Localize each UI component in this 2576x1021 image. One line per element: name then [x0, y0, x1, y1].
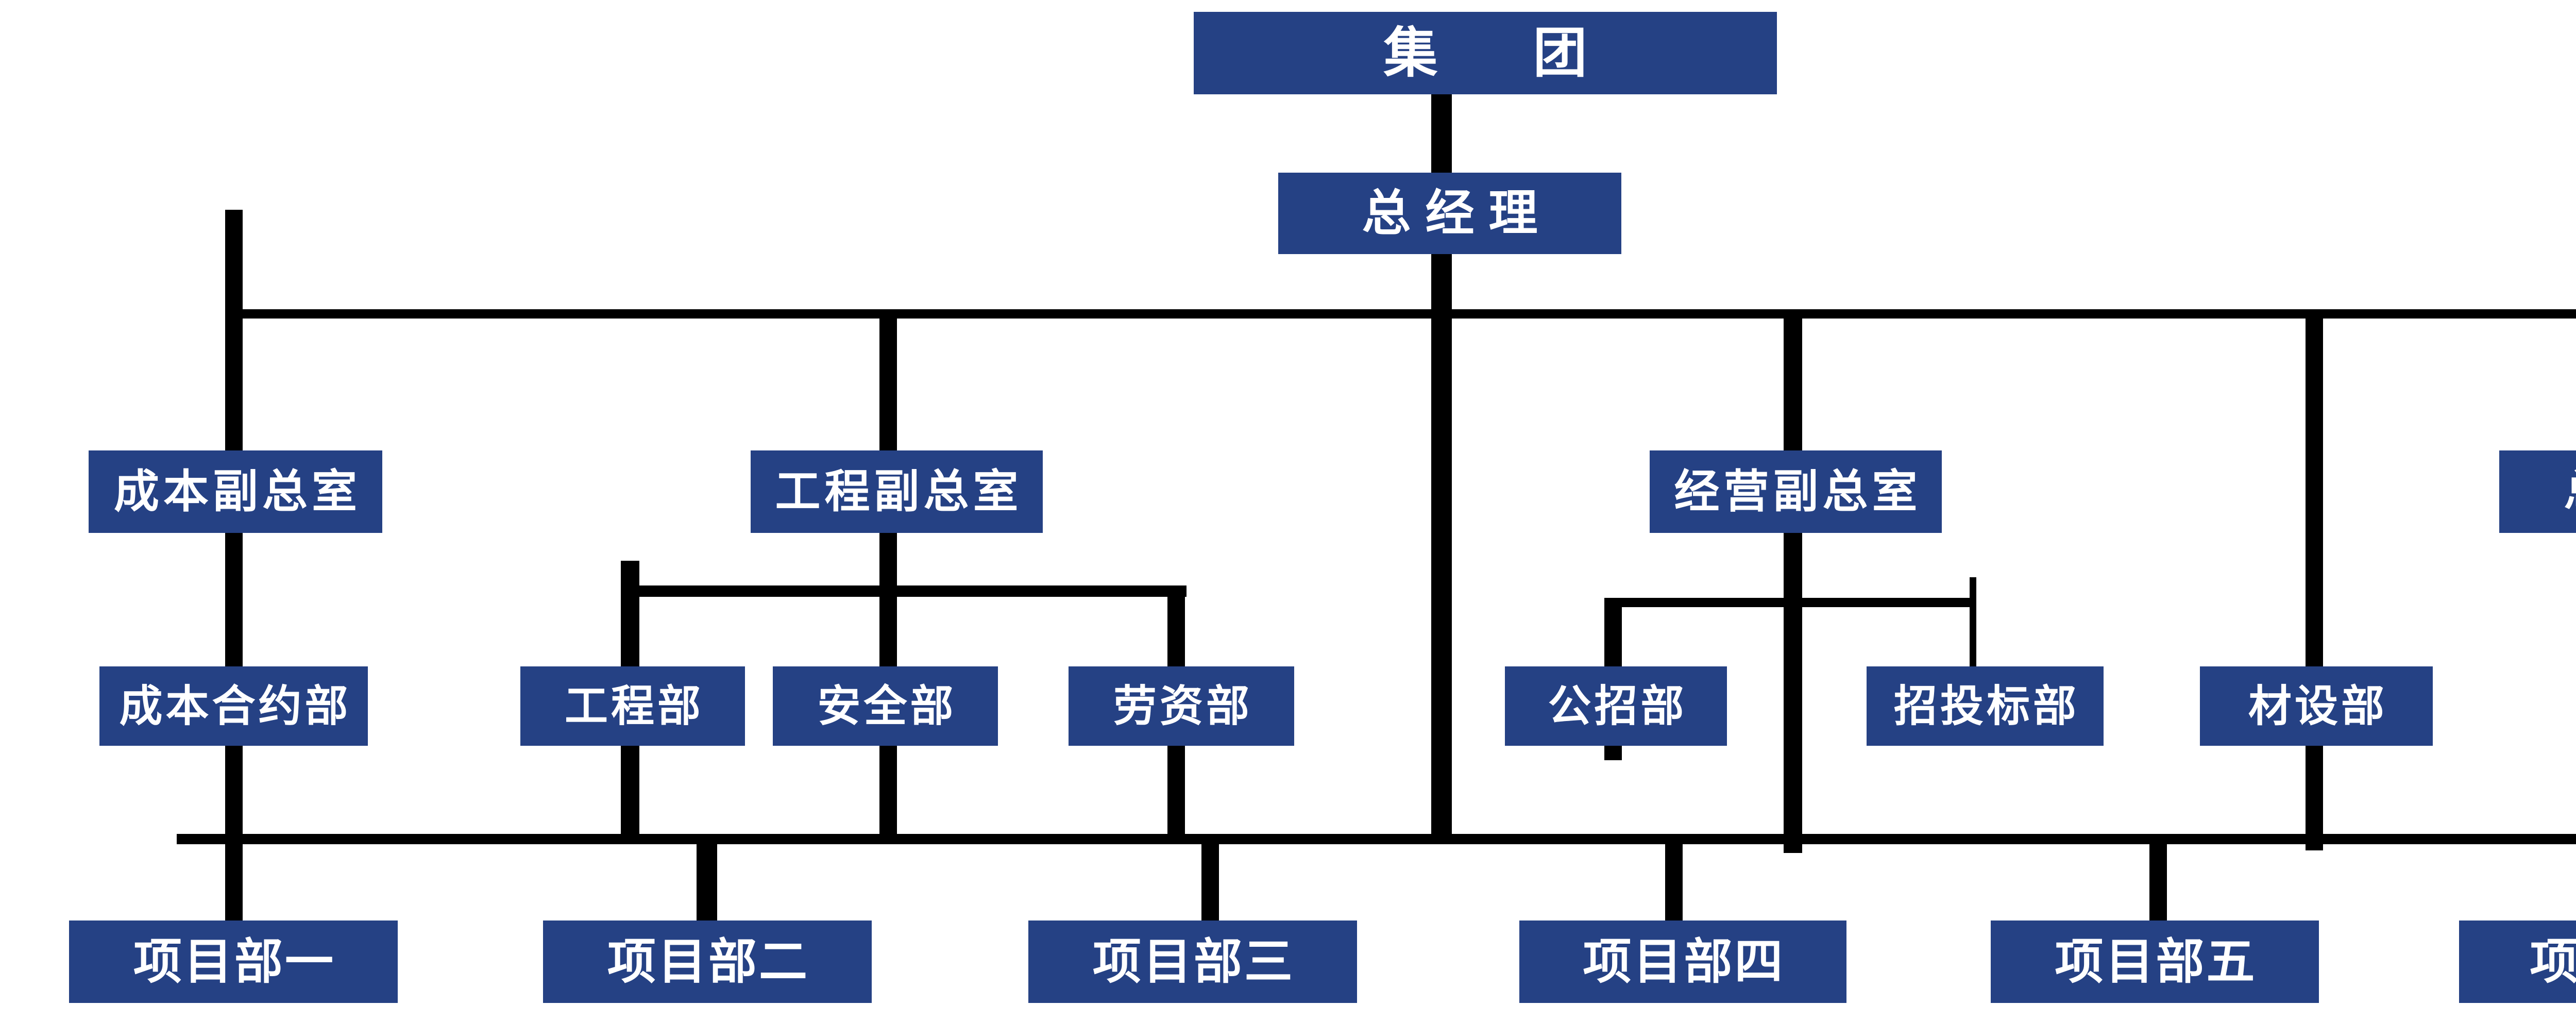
node-project-dept-4: 项目部四: [1519, 920, 1846, 1003]
connector-eng-branch-horizontal: [621, 585, 1187, 597]
node-public-bidding-dept: 公招部: [1505, 666, 1727, 746]
node-tendering-dept: 招投标部: [1867, 666, 2104, 746]
connector-project3-vertical: [1201, 844, 1219, 922]
connector-eng-office-vertical: [879, 309, 897, 834]
node-project-dept-2: 项目部二: [543, 920, 872, 1003]
node-project-dept-3: 项目部三: [1028, 920, 1357, 1003]
connector-biz-office-upper-vertical: [1784, 309, 1802, 450]
node-chief-engineer-office: 总工室: [2499, 450, 2576, 533]
node-project-dept-n: 项目部N: [2459, 920, 2576, 1003]
node-project-dept-5: 项目部五: [1991, 920, 2319, 1003]
connector-main-horizontal: [227, 309, 2576, 319]
connector-project-bus-horizontal: [177, 834, 2576, 844]
node-general-manager: 总经理: [1278, 173, 1621, 254]
node-engineering-dept: 工程部: [520, 666, 745, 746]
node-cost-deputy-office: 成本副总室: [89, 450, 382, 533]
node-cost-contract-dept: 成本合约部: [99, 666, 368, 746]
node-project-dept-1: 项目部一: [69, 920, 398, 1003]
connector-trunk-group-gm: [1431, 94, 1452, 173]
connector-cost-branch-vertical: [225, 210, 243, 920]
node-safety-dept: 安全部: [773, 666, 998, 746]
connector-trunk-gm-bus: [1431, 254, 1452, 838]
connector-biz-branch-horizontal: [1604, 598, 1976, 607]
connector-project4-vertical: [1665, 844, 1683, 922]
node-labor-dept: 劳资部: [1069, 666, 1294, 746]
node-eng-deputy-office: 工程副总室: [751, 450, 1043, 533]
connector-pubbid-stub: [1604, 746, 1622, 760]
connector-tender-vertical-thin: [1970, 577, 1976, 666]
connector-pubbid-vertical: [1604, 598, 1622, 666]
connector-project2-vertical: [697, 844, 717, 922]
connector-project5-vertical: [2149, 844, 2167, 922]
connector-biz-office-lower-vertical: [1784, 533, 1802, 853]
node-biz-deputy-office: 经营副总室: [1650, 450, 1942, 533]
node-group: 集团: [1194, 12, 1777, 94]
node-material-equip-dept: 材设部: [2200, 666, 2433, 746]
connector-material-vertical: [2306, 309, 2323, 850]
